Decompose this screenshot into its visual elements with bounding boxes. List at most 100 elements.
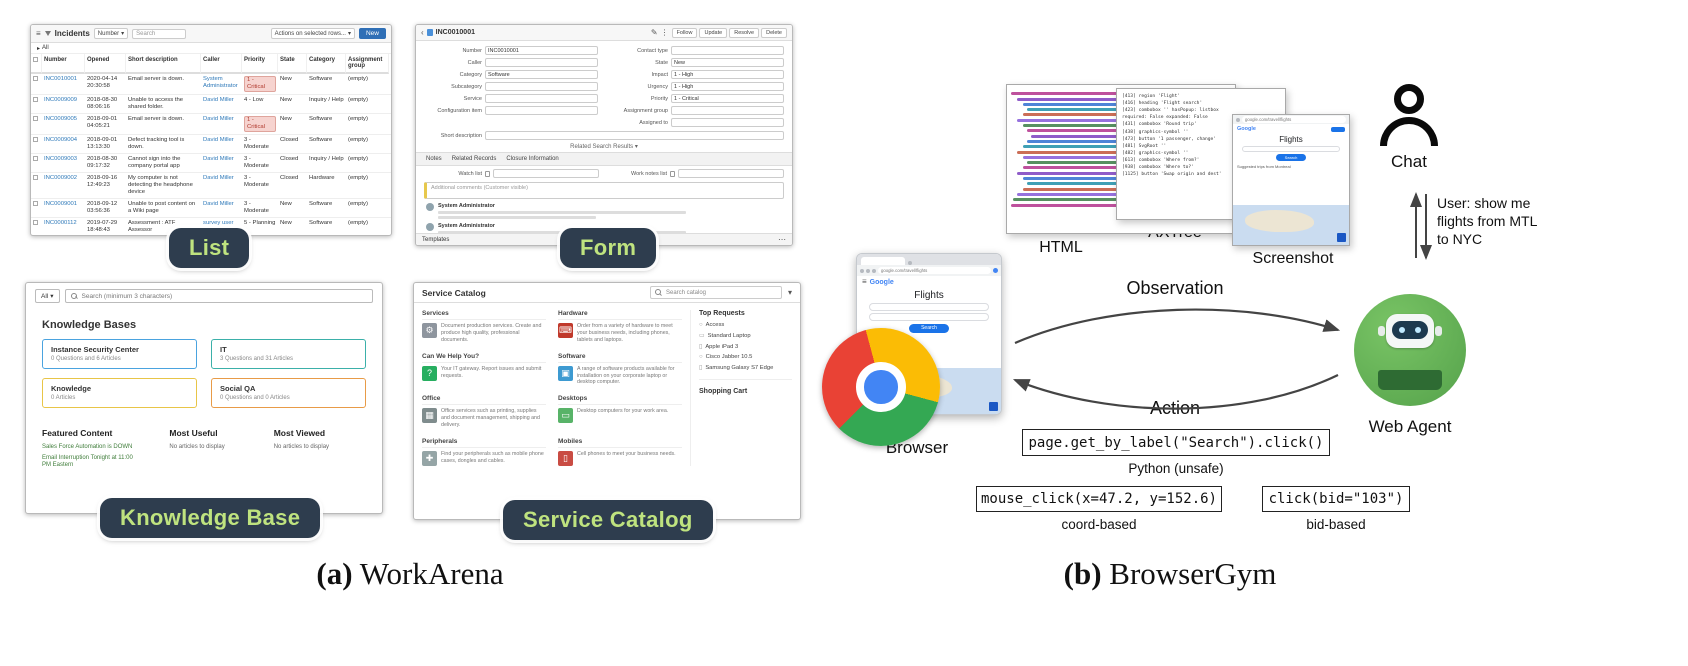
incident-number-link[interactable]: INC0009003 (44, 155, 78, 162)
field-input[interactable] (671, 106, 784, 115)
more-icon[interactable]: ⋮ (660, 27, 669, 37)
form-tab[interactable]: Notes (426, 156, 442, 162)
form-action-button[interactable]: Delete (761, 27, 787, 38)
field-input[interactable] (485, 106, 598, 115)
comments-input[interactable]: Additional comments (Customer visible) (424, 182, 784, 199)
field-input[interactable]: INC0010001 (485, 46, 598, 55)
new-button[interactable]: New (358, 28, 386, 39)
field-input[interactable]: 1 - Critical (671, 94, 784, 103)
kb-card[interactable]: Instance Security Center 0 Questions and… (42, 339, 197, 369)
origin-input[interactable] (869, 303, 989, 311)
short-description-input[interactable] (485, 131, 784, 140)
table-row[interactable]: INC0009005 2018-09-01 04:05:21 Email ser… (31, 114, 391, 135)
catalog-category-card[interactable]: Mobiles ▯ Cell phones to meet your busin… (558, 438, 682, 466)
kb-card[interactable]: Knowledge 0 Articles (42, 378, 197, 408)
featured-article-link[interactable]: Email Interruption Tonight at 11:00 PM E… (42, 454, 133, 469)
back-icon[interactable] (860, 268, 864, 273)
caller-link[interactable]: David Miller (203, 115, 234, 122)
catalog-category-card[interactable]: Software ▣ A range of software products … (558, 353, 682, 387)
watch-list-input[interactable] (493, 169, 599, 178)
related-search-link[interactable]: Related Search Results ▾ (570, 144, 638, 150)
kb-filter-dropdown[interactable]: All▾ (35, 289, 60, 303)
top-request-item[interactable]: ▭ Standard Laptop (699, 332, 792, 340)
table-row[interactable]: INC0000112 2019-07-29 18:48:43 Assessmen… (31, 218, 391, 235)
list-search-input[interactable]: Search (132, 28, 187, 39)
form-tab[interactable]: Closure Information (506, 156, 559, 162)
row-checkbox[interactable] (33, 96, 38, 102)
edit-icon[interactable]: ✎ (650, 27, 658, 37)
row-checkbox[interactable] (33, 155, 38, 161)
menu-icon[interactable]: ≡ (36, 28, 41, 38)
form-tab[interactable]: Related Records (451, 156, 497, 162)
kb-card[interactable]: IT 3 Questions and 31 Articles (211, 339, 366, 369)
catalog-category-card[interactable]: Hardware ⌨ Order from a variety of hardw… (558, 310, 682, 344)
actions-dropdown[interactable]: Actions on selected rows...▾ (270, 28, 355, 39)
field-input[interactable] (485, 58, 598, 67)
caller-link[interactable]: David Miller (203, 174, 234, 181)
catalog-search-input[interactable]: Search catalog (649, 286, 782, 299)
list-breadcrumb[interactable]: ▸ All (31, 43, 391, 54)
incident-number-link[interactable]: INC0009009 (44, 96, 78, 103)
top-request-item[interactable]: ○ Access (699, 322, 792, 328)
caller-link[interactable]: David Miller (203, 155, 234, 162)
field-input[interactable]: Software (485, 70, 598, 79)
caller-link[interactable]: survey user (203, 219, 234, 226)
incident-number-link[interactable]: INC0000112 (44, 219, 77, 226)
field-input[interactable] (671, 118, 784, 127)
column-header[interactable]: Number (42, 54, 85, 74)
browser-tab[interactable] (861, 257, 905, 265)
catalog-category-card[interactable]: Desktops ▭ Desktop computers for your wo… (558, 395, 682, 429)
more-icon[interactable]: ⋯ (778, 234, 786, 244)
top-request-item[interactable]: ○ Cisco Jabber 10.5 (699, 354, 792, 360)
select-all-checkbox[interactable] (33, 57, 38, 62)
kb-search-input[interactable]: Search (minimum 3 characters) (64, 289, 373, 303)
search-button[interactable]: Search (909, 324, 949, 333)
catalog-category-card[interactable]: Peripherals ✚ Find your peripherals such… (422, 438, 546, 466)
field-input[interactable]: 1 - High (671, 82, 784, 91)
column-header[interactable]: Priority (242, 54, 278, 74)
table-row[interactable]: INC0009009 2018-08-30 08:06:16 Unable to… (31, 95, 391, 114)
field-input[interactable] (671, 46, 784, 55)
column-header[interactable]: Short description (126, 54, 201, 74)
column-header[interactable]: Caller (201, 54, 242, 74)
table-row[interactable]: INC0009001 2018-09-12 03:56:36 Unable to… (31, 199, 391, 218)
field-input[interactable]: New (671, 58, 784, 67)
top-request-item[interactable]: ▯ Samsung Galaxy S7 Edge (699, 364, 792, 372)
column-header[interactable]: Category (307, 54, 346, 74)
url-bar[interactable]: google.com/travel/flights (878, 267, 991, 274)
caller-link[interactable]: David Miller (203, 96, 234, 103)
incident-number-link[interactable]: INC0009001 (44, 200, 78, 207)
table-row[interactable]: INC0009002 2018-09-16 12:49:23 My comput… (31, 173, 391, 199)
row-checkbox[interactable] (33, 174, 38, 180)
caller-link[interactable]: David Miller (203, 200, 234, 207)
incident-number-link[interactable]: INC0009002 (44, 174, 78, 181)
row-checkbox[interactable] (33, 219, 38, 225)
incident-number-link[interactable]: INC0009005 (44, 115, 78, 122)
table-row[interactable]: INC0010001 2020-04-14 20:30:58 Email ser… (31, 74, 391, 95)
forward-icon[interactable] (866, 268, 870, 273)
featured-article-link[interactable]: Sales Force Automation is DOWN (42, 444, 133, 450)
profile-avatar[interactable] (993, 268, 998, 273)
form-action-button[interactable]: Update (699, 27, 728, 38)
catalog-category-card[interactable]: Office ▦ Office services such as printin… (422, 395, 546, 429)
kb-card[interactable]: Social QA 0 Questions and 0 Articles (211, 378, 366, 408)
top-request-item[interactable]: ▯ Apple iPad 3 (699, 343, 792, 351)
incident-number-link[interactable]: INC0009004 (44, 136, 78, 143)
back-icon[interactable]: ‹ (421, 27, 424, 37)
table-row[interactable]: INC0009003 2018-08-30 09:17:32 Cannot si… (31, 154, 391, 173)
caller-link[interactable]: System Administrator (203, 76, 238, 89)
search-field-selector[interactable]: Number▾ (93, 28, 129, 39)
work-notes-input[interactable] (678, 169, 784, 178)
column-header[interactable]: Opened (85, 54, 126, 74)
row-checkbox[interactable] (33, 115, 38, 121)
filter-icon[interactable] (44, 31, 51, 36)
caller-link[interactable]: David Miller (203, 136, 234, 143)
catalog-category-card[interactable]: Services ⚙ Document production services.… (422, 310, 546, 344)
row-checkbox[interactable] (33, 200, 38, 206)
new-tab-icon[interactable] (908, 261, 912, 265)
chevron-down-icon[interactable]: ▾ (787, 287, 792, 297)
incident-number-link[interactable]: INC0010001 (44, 76, 78, 82)
field-input[interactable] (485, 94, 598, 103)
field-input[interactable]: 1 - High (671, 70, 784, 79)
map-zoom-control[interactable] (989, 402, 998, 411)
